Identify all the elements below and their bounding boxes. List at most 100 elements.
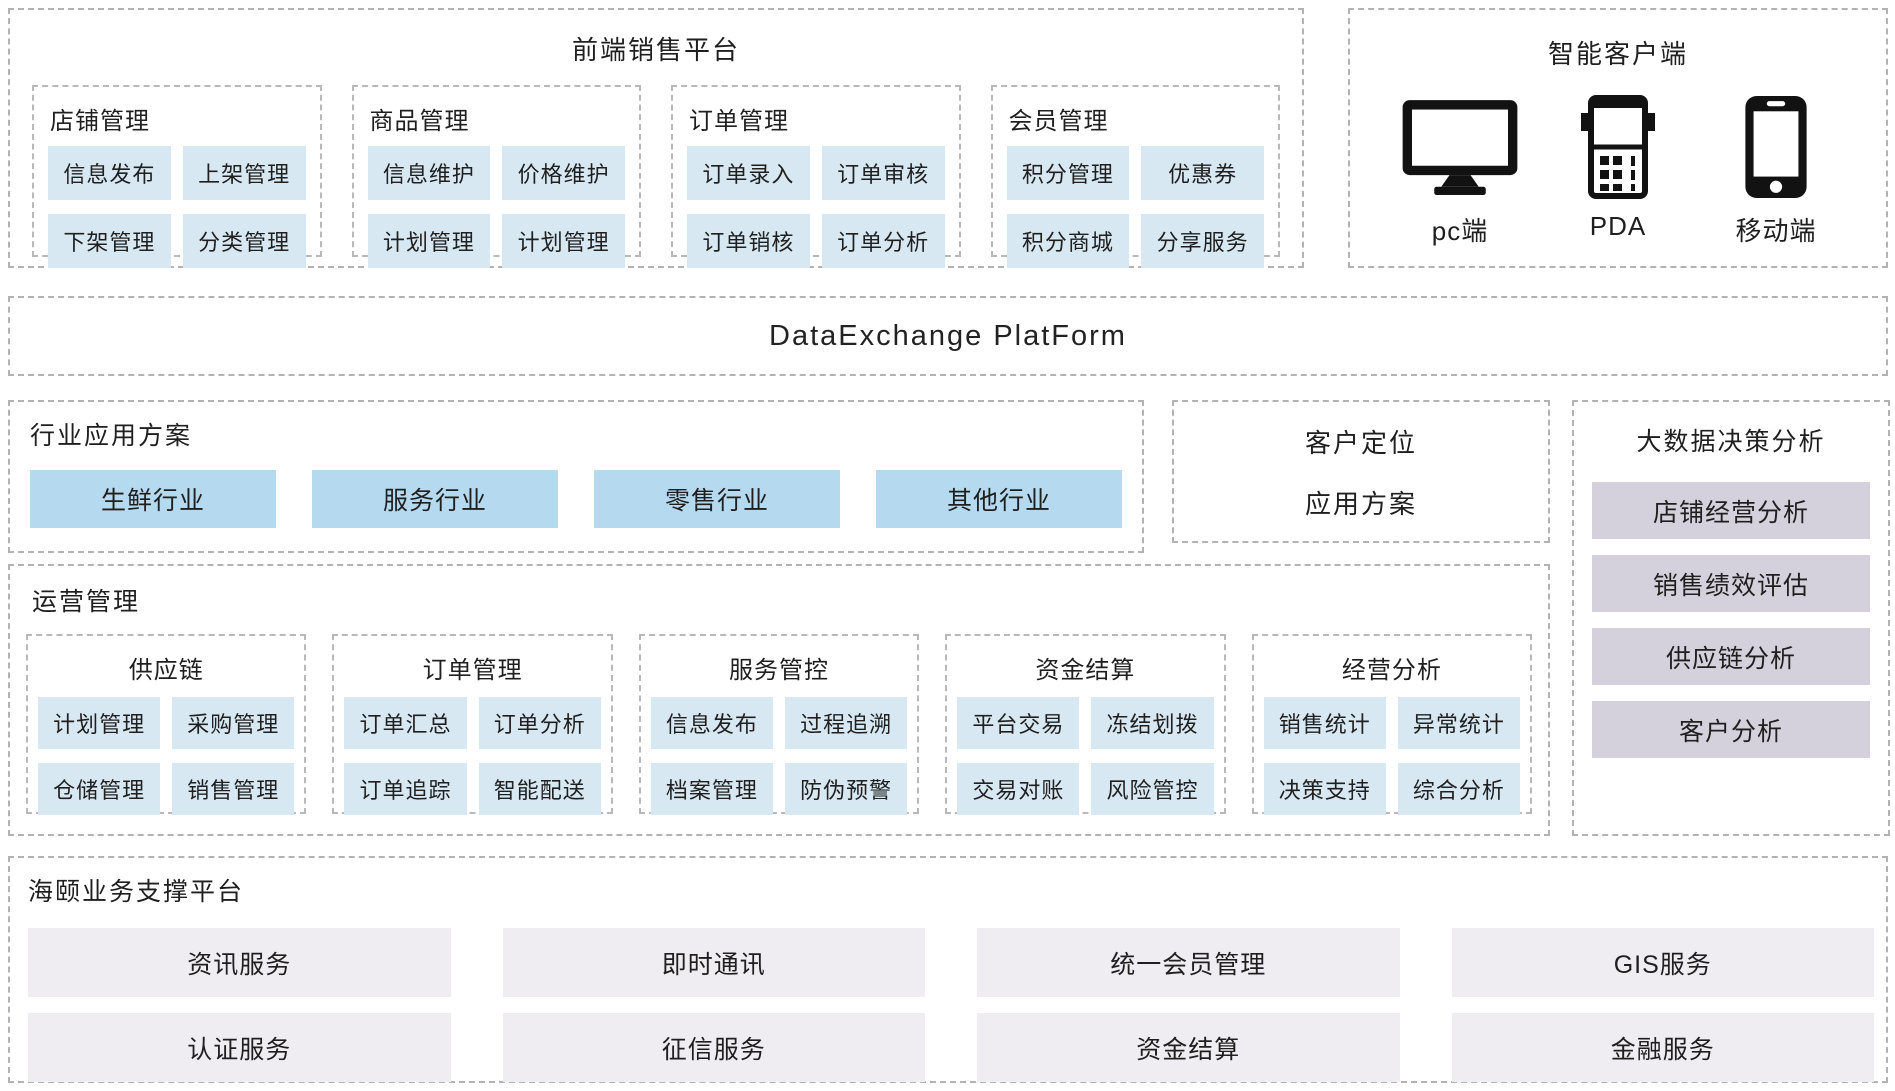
module-pill: 订单审核 — [821, 146, 945, 200]
service-box: 金融服务 — [1451, 1013, 1874, 1082]
service-box: 即时通讯 — [502, 928, 925, 997]
module-pill: 交易对账 — [957, 763, 1080, 815]
smart-client-title: 智能客户端 — [1547, 39, 1688, 69]
module-pill: 计划管理 — [367, 214, 491, 268]
front-platform-title: 前端销售平台 — [571, 35, 740, 65]
group-store-management: 店铺管理 信息发布 上架管理 下架管理 分类管理 — [32, 85, 322, 268]
group-title: 资金结算 — [1035, 657, 1136, 684]
module-pill: 订单分析 — [478, 697, 601, 749]
industry-box: 生鲜行业 — [30, 470, 276, 528]
module-pill: 订单汇总 — [344, 697, 467, 749]
module-pill: 平台交易 — [957, 697, 1080, 749]
smart-client-panel: 智能客户端 pc端 — [1348, 8, 1888, 268]
pill-grid: 信息发布 过程追溯 档案管理 防伪预警 — [650, 697, 908, 815]
group-title: 商品管理 — [369, 108, 470, 135]
group-product-management: 商品管理 信息维护 价格维护 计划管理 计划管理 — [351, 85, 641, 268]
support-platform-title: 海颐业务支撑平台 — [28, 878, 245, 906]
device-pc: pc端 — [1390, 97, 1530, 248]
service-box: 征信服务 — [502, 1013, 925, 1082]
pill-grid: 信息发布 上架管理 下架管理 分类管理 — [48, 146, 306, 268]
analysis-box: 店铺经营分析 — [1592, 482, 1870, 539]
module-pill: 订单追踪 — [344, 763, 467, 815]
module-pill: 风险管控 — [1091, 763, 1214, 815]
module-pill: 信息维护 — [367, 146, 491, 200]
module-pill: 分类管理 — [182, 214, 306, 268]
analysis-box: 客户分析 — [1592, 701, 1870, 758]
module-pill: 信息发布 — [48, 146, 171, 200]
module-pill: 销售管理 — [172, 763, 295, 815]
module-pill: 档案管理 — [650, 763, 774, 815]
pda-handheld-icon — [1580, 95, 1656, 199]
group-member-management: 会员管理 积分管理 优惠券 积分商城 分享服务 — [990, 85, 1280, 268]
smartphone-icon — [1745, 96, 1807, 198]
module-pill: 优惠券 — [1141, 146, 1264, 200]
pill-grid: 订单汇总 订单分析 订单追踪 智能配送 — [344, 697, 601, 815]
module-pill: 计划管理 — [38, 697, 161, 749]
module-pill: 信息发布 — [650, 697, 774, 749]
module-pill: 价格维护 — [502, 146, 625, 200]
device-row: pc端 — [1350, 95, 1886, 248]
bigdata-title: 大数据决策分析 — [1636, 428, 1826, 456]
service-box: 资讯服务 — [28, 928, 451, 997]
front-sales-platform-panel: 前端销售平台 店铺管理 信息发布 上架管理 下架管理 分类管理 商品管理 信息维… — [8, 8, 1304, 268]
module-pill: 仓储管理 — [38, 763, 161, 815]
group-funds-settlement: 资金结算 平台交易 冻结划拨 交易对账 风险管控 — [945, 634, 1226, 815]
desktop-monitor-icon — [1401, 97, 1519, 197]
module-pill: 订单分析 — [821, 214, 945, 268]
group-title: 经营分析 — [1341, 657, 1442, 684]
support-platform-panel: 海颐业务支撑平台 资讯服务 即时通讯 统一会员管理 GIS服务 认证服务 征信服… — [8, 856, 1888, 1083]
pill-grid: 订单录入 订单审核 订单销核 订单分析 — [687, 146, 945, 268]
analysis-box: 供应链分析 — [1592, 628, 1870, 685]
group-business-analysis: 经营分析 销售统计 异常统计 决策支持 综合分析 — [1251, 634, 1533, 815]
bigdata-items: 店铺经营分析 销售绩效评估 供应链分析 客户分析 — [1592, 482, 1870, 758]
group-order-management: 订单管理 订单录入 订单审核 订单销核 订单分析 — [671, 85, 961, 268]
module-pill: 智能配送 — [478, 763, 601, 815]
pill-grid: 平台交易 冻结划拨 交易对账 风险管控 — [957, 697, 1214, 815]
device-label: PDA — [1589, 211, 1647, 241]
industry-box: 服务行业 — [312, 470, 558, 528]
device-label: 移动端 — [1735, 216, 1817, 246]
data-exchange-platform-band: DataExchange PlatForm — [8, 296, 1888, 376]
front-platform-groups: 店铺管理 信息发布 上架管理 下架管理 分类管理 商品管理 信息维护 价格维护 … — [10, 85, 1302, 268]
module-pill: 异常统计 — [1397, 697, 1521, 749]
industry-box: 其他行业 — [876, 470, 1122, 528]
bigdata-analysis-panel: 大数据决策分析 店铺经营分析 销售绩效评估 供应链分析 客户分析 — [1572, 400, 1890, 836]
module-pill: 订单录入 — [687, 146, 810, 200]
customer-positioning-line2: 应用方案 — [1304, 488, 1417, 519]
module-pill: 防伪预警 — [785, 763, 908, 815]
pill-grid: 销售统计 异常统计 决策支持 综合分析 — [1263, 697, 1521, 815]
industry-solutions-panel: 行业应用方案 生鲜行业 服务行业 零售行业 其他行业 — [8, 400, 1144, 553]
module-pill: 计划管理 — [502, 214, 625, 268]
module-pill: 上架管理 — [182, 146, 306, 200]
device-mobile: 移动端 — [1706, 96, 1846, 248]
group-order-management: 订单管理 订单汇总 订单分析 订单追踪 智能配送 — [332, 634, 613, 815]
pill-grid: 积分管理 优惠券 积分商城 分享服务 — [1006, 146, 1264, 268]
group-title: 供应链 — [128, 657, 204, 684]
group-title: 店铺管理 — [50, 108, 150, 135]
service-box: 统一会员管理 — [977, 928, 1400, 997]
module-pill: 采购管理 — [172, 697, 295, 749]
module-pill: 决策支持 — [1263, 763, 1386, 815]
group-title: 订单管理 — [422, 657, 523, 684]
module-pill: 积分商城 — [1006, 214, 1130, 268]
module-pill: 订单销核 — [687, 214, 810, 268]
module-pill: 下架管理 — [48, 214, 171, 268]
industry-title: 行业应用方案 — [30, 422, 193, 450]
support-platform-grid: 资讯服务 即时通讯 统一会员管理 GIS服务 认证服务 征信服务 资金结算 金融… — [28, 928, 1874, 1082]
service-box: 资金结算 — [977, 1013, 1400, 1082]
device-label: pc端 — [1431, 216, 1489, 246]
pill-grid: 计划管理 采购管理 仓储管理 销售管理 — [38, 697, 295, 815]
module-pill: 积分管理 — [1006, 146, 1130, 200]
industry-row: 生鲜行业 服务行业 零售行业 其他行业 — [30, 470, 1122, 528]
service-box: 认证服务 — [28, 1013, 451, 1082]
group-supply-chain: 供应链 计划管理 采购管理 仓储管理 销售管理 — [26, 634, 307, 815]
group-title: 服务管控 — [729, 657, 830, 684]
module-pill: 分享服务 — [1141, 214, 1264, 268]
group-title: 订单管理 — [689, 108, 789, 135]
service-box: GIS服务 — [1451, 928, 1874, 997]
operations-groups: 供应链 计划管理 采购管理 仓储管理 销售管理 订单管理 订单汇总 订单分析 订… — [26, 634, 1533, 815]
module-pill: 冻结划拨 — [1091, 697, 1214, 749]
group-service-control: 服务管控 信息发布 过程追溯 档案管理 防伪预警 — [638, 634, 920, 815]
module-pill: 过程追溯 — [785, 697, 908, 749]
